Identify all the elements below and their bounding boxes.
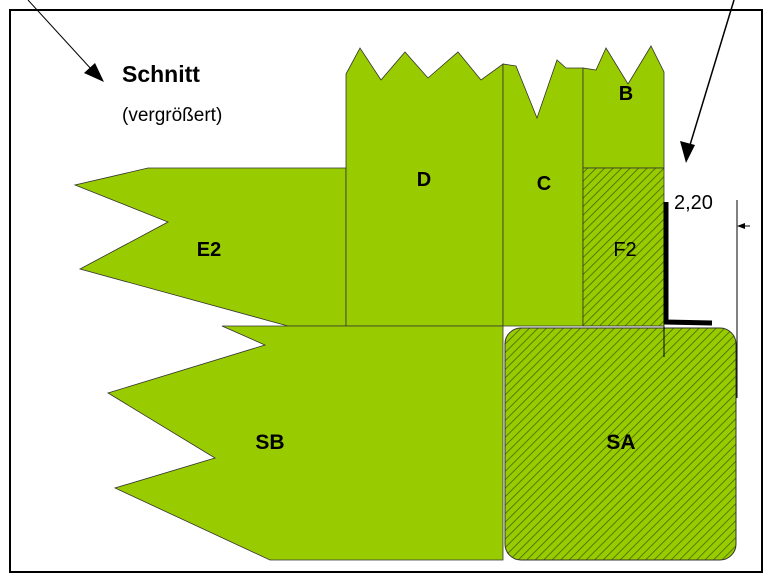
pointer-arrowhead-left — [84, 63, 104, 82]
dimension-arrowhead — [737, 223, 745, 229]
subtitle-text: (vergrößert) — [122, 105, 222, 126]
pointer-arrowhead-right — [680, 141, 695, 163]
piece-sb — [107, 325, 504, 561]
piece-b — [582, 45, 665, 169]
pointer-line-right — [689, 0, 735, 146]
label-e2: E2 — [197, 239, 221, 261]
label-sb: SB — [255, 431, 284, 454]
label-d: D — [417, 169, 431, 191]
label-c: C — [537, 173, 551, 195]
label-f2: F2 — [613, 239, 636, 261]
piece-sa — [504, 327, 737, 561]
l-profile — [663, 202, 713, 326]
dimension-label: 2,20 — [674, 192, 713, 214]
pointer-line-left — [27, 0, 93, 71]
title-text: Schnitt — [122, 61, 200, 87]
label-sa: SA — [606, 431, 635, 454]
label-b: B — [619, 83, 633, 105]
